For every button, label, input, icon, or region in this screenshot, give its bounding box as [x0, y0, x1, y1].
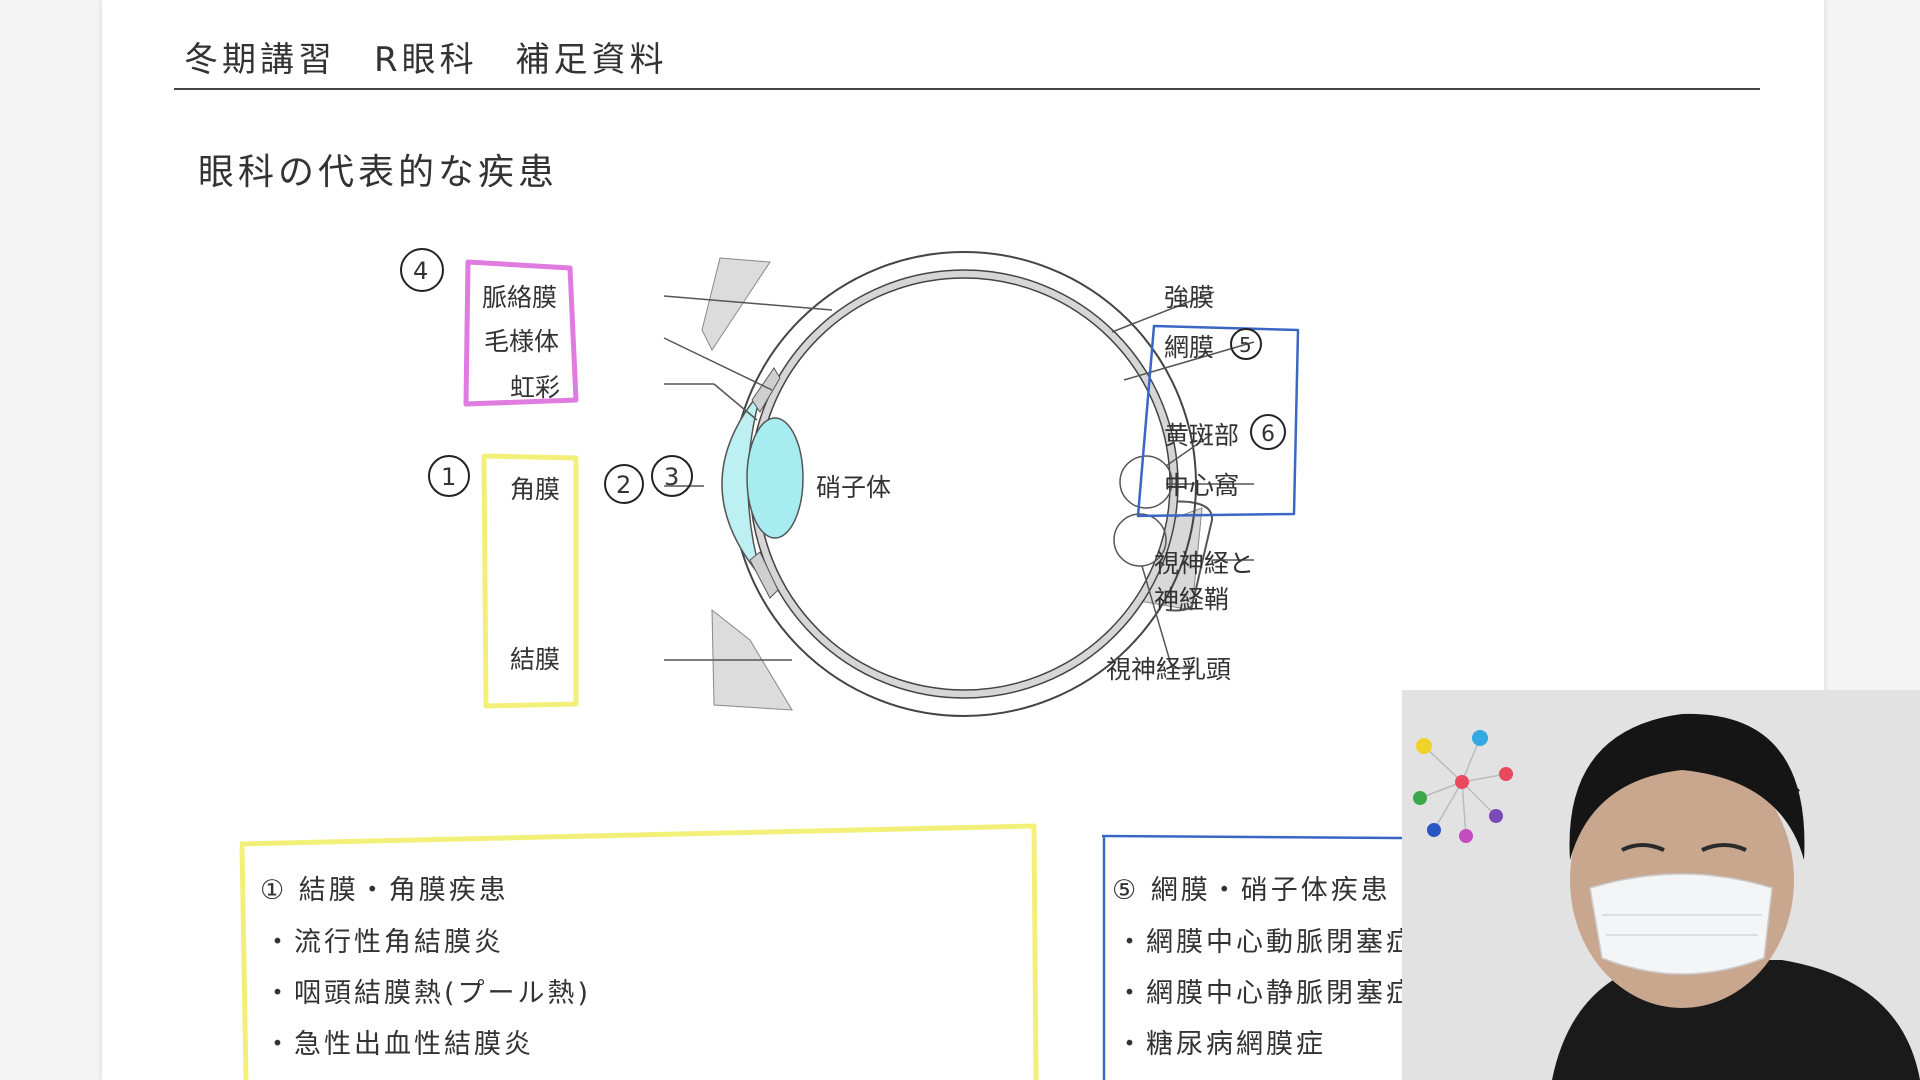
annotation-number-2: 2 — [616, 471, 631, 499]
label-ciliary: 毛様体 — [484, 327, 559, 356]
eye-anatomy-diagram: 4 1 2 3 5 6 脈絡膜 毛様体 虹彩 角膜 結膜 硝子体 強膜 網膜 黄… — [239, 248, 1403, 1080]
optic-nerve-sheath — [1161, 500, 1214, 612]
section-heading: 眼科の代表的な疾患 — [198, 152, 559, 193]
annotation-number-5: 5 — [1239, 333, 1252, 357]
annotation-circle-2 — [604, 464, 644, 504]
macula-marker — [1119, 455, 1173, 509]
document-header-title: 冬期講習 R眼科 補足資料 — [184, 40, 668, 80]
presenter-video: × — [1402, 690, 1920, 1080]
conjunctiva-box-title: ① 結膜・角膜疾患 — [260, 875, 509, 906]
annotation-number-4: 4 — [413, 257, 428, 285]
label-fovea: 中心窩 — [1164, 471, 1239, 500]
conjunctiva-box-item: ・咽頭結膜熱(プール熱) — [264, 978, 592, 1009]
label-vitreous: 硝子体 — [816, 473, 891, 502]
retina-box-item: ・網膜中心静脈閉塞症 — [1116, 978, 1416, 1009]
annotation-circle-1 — [428, 455, 470, 497]
retina-box-item: ・糖尿病網膜症 — [1116, 1029, 1326, 1060]
conjunctiva-box-item: ・流行性角結膜炎 — [264, 927, 504, 958]
orbital-tissue-top — [701, 257, 771, 351]
label-macula: 黄斑部 — [1164, 421, 1239, 450]
annotation-circle-4 — [400, 248, 444, 292]
channel-logo — [1413, 730, 1513, 843]
label-retina: 網膜 — [1164, 333, 1214, 362]
optic-disc-marker — [1113, 513, 1167, 567]
conjunctiva-box-item: ・急性出血性結膜炎 — [264, 1029, 534, 1060]
label-optic-disc: 視神経乳頭 — [1106, 655, 1231, 684]
retina-box-item: ・網膜中心動脈閉塞症 — [1116, 927, 1416, 958]
label-cornea: 角膜 — [510, 475, 560, 504]
yellow-annotation-box — [481, 453, 579, 709]
label-optic-nerve-line2: 神経鞘 — [1154, 585, 1229, 614]
annotation-number-3: 3 — [664, 463, 679, 491]
label-optic-nerve-line1: 視神経と — [1154, 549, 1254, 578]
annotation-circle-3 — [651, 455, 693, 497]
webcam-overlay: × — [1402, 690, 1920, 1080]
blue-bottom-box-outline — [1101, 834, 1403, 1080]
annotation-number-6: 6 — [1261, 422, 1275, 447]
label-choroid: 脈絡膜 — [482, 283, 557, 312]
document-page: 冬期講習 R眼科 補足資料 眼科の代表的な疾患 — [102, 0, 1824, 1080]
retina-box-title: ⑤ 網膜・硝子体疾患 — [1112, 875, 1391, 906]
iris-bottom — [749, 551, 779, 599]
annotation-circle-5 — [1230, 328, 1262, 360]
header-divider — [174, 88, 1760, 90]
presenter-figure — [1552, 713, 1920, 1080]
label-iris: 虹彩 — [510, 373, 560, 402]
annotation-number-1: 1 — [441, 463, 456, 491]
lens-shape — [746, 417, 804, 539]
label-sclera: 強膜 — [1164, 283, 1214, 312]
iris-top — [751, 367, 781, 413]
yellow-bottom-box-outline — [239, 823, 1039, 1080]
pink-annotation-box — [463, 259, 579, 407]
label-conjunctiva: 結膜 — [510, 645, 560, 674]
annotation-circle-6 — [1250, 414, 1286, 450]
